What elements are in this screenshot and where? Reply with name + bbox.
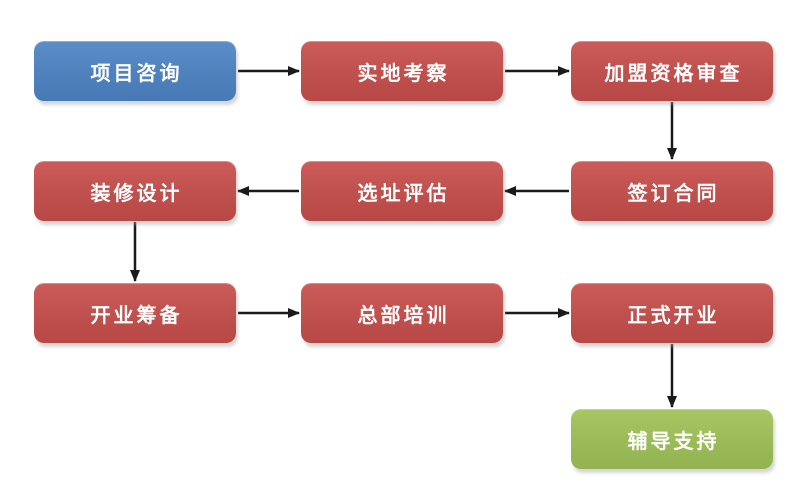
node-label: 项目咨询	[90, 60, 183, 85]
node-label: 辅导支持	[627, 428, 720, 453]
flow-node-headquarters-training: 总部培训	[301, 283, 503, 343]
flow-node-sign-contract: 签订合同	[571, 161, 773, 221]
node-label: 加盟资格审查	[604, 60, 743, 85]
node-label: 实地考察	[357, 60, 450, 85]
node-label: 总部培训	[357, 302, 450, 327]
node-label: 签订合同	[627, 180, 720, 205]
flow-node-project-consultation: 项目咨询	[34, 41, 236, 101]
node-label: 选址评估	[357, 180, 450, 205]
flow-node-site-selection-evaluation: 选址评估	[301, 161, 503, 221]
node-label: 正式开业	[627, 302, 720, 327]
node-label: 开业筹备	[90, 302, 183, 327]
flow-node-opening-preparation: 开业筹备	[34, 283, 236, 343]
flow-node-decoration-design: 装修设计	[34, 161, 236, 221]
flow-node-site-visit: 实地考察	[301, 41, 503, 101]
flow-node-official-opening: 正式开业	[571, 283, 773, 343]
flow-node-guidance-support: 辅导支持	[571, 409, 773, 469]
node-label: 装修设计	[90, 180, 183, 205]
flow-node-franchise-qualification-review: 加盟资格审查	[571, 41, 773, 101]
